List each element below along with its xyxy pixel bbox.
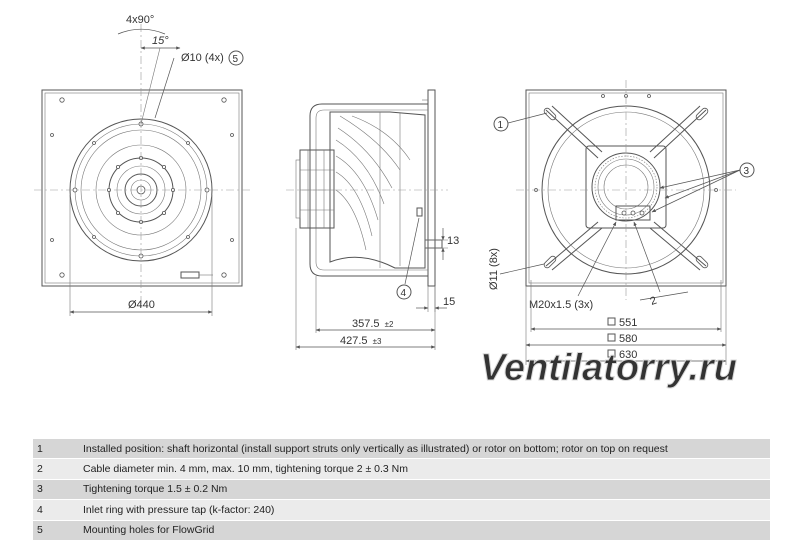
square-630: 630 xyxy=(619,349,637,361)
strut-hole-label: Ø11 (8x) xyxy=(488,248,500,290)
callout-5: 5 xyxy=(233,54,239,65)
length-427-label: 427.5 ±3 xyxy=(340,335,382,347)
dim-15: 15 xyxy=(443,296,455,308)
callout-3: 3 xyxy=(744,166,750,177)
legend-table: 1 Installed position: shaft horizontal (… xyxy=(33,439,770,541)
legend-row-number: 2 xyxy=(33,458,79,480)
angle-pattern-label: 4x90° xyxy=(126,14,154,26)
legend-row-number: 4 xyxy=(33,499,79,521)
length-357-tolerance: ±2 xyxy=(385,320,394,329)
side-view: 4 13 15 357.5 ±2 427.5 ±3 xyxy=(286,89,459,350)
callout-4: 4 xyxy=(401,288,407,299)
length-357-value: 357.5 xyxy=(352,318,380,330)
rear-view: 1 3 2 Ø11 (8x) M20x1.5 (3x) 551 580 630 xyxy=(488,80,755,365)
watermark: Ventilatorry.ru xyxy=(480,347,737,389)
angle-label: 15° xyxy=(152,35,169,47)
legend-row-text: Mounting holes for FlowGrid xyxy=(79,520,770,541)
length-427-value: 427.5 xyxy=(340,335,368,347)
callout-2: 2 xyxy=(649,295,659,308)
length-427-tolerance: ±3 xyxy=(373,337,382,346)
dim-13: 13 xyxy=(447,235,459,247)
length-357-label: 357.5 ±2 xyxy=(352,318,394,330)
legend-row: 4 Inlet ring with pressure tap (k-factor… xyxy=(33,499,770,521)
legend-row: 2 Cable diameter min. 4 mm, max. 10 mm, … xyxy=(33,458,770,480)
thread-label: M20x1.5 (3x) xyxy=(529,299,593,311)
legend-row-text: Installed position: shaft horizontal (in… xyxy=(79,439,770,460)
legend-row-text: Tightening torque 1.5 ± 0.2 Nm xyxy=(79,479,770,501)
inlet-diameter-label: Ø440 xyxy=(128,299,155,311)
square-580: 580 xyxy=(619,333,637,345)
legend-row-text: Inlet ring with pressure tap (k-factor: … xyxy=(79,499,770,521)
square-551: 551 xyxy=(619,317,637,329)
legend-row-number: 5 xyxy=(33,520,79,541)
hole-diameter-label: Ø10 (4x) xyxy=(181,52,224,64)
legend-row-text: Cable diameter min. 4 mm, max. 10 mm, ti… xyxy=(79,458,770,480)
legend-row-number: 1 xyxy=(33,439,79,460)
front-view: 4x90° 15° Ø10 (4x) 5 Ø440 xyxy=(34,14,250,316)
legend-row-number: 3 xyxy=(33,479,79,501)
technical-drawing: 4x90° 15° Ø10 (4x) 5 Ø440 xyxy=(34,14,755,390)
legend-row: 1 Installed position: shaft horizontal (… xyxy=(33,439,770,460)
callout-1: 1 xyxy=(498,120,504,131)
legend-row: 5 Mounting holes for FlowGrid xyxy=(33,520,770,541)
legend-row: 3 Tightening torque 1.5 ± 0.2 Nm xyxy=(33,479,770,501)
